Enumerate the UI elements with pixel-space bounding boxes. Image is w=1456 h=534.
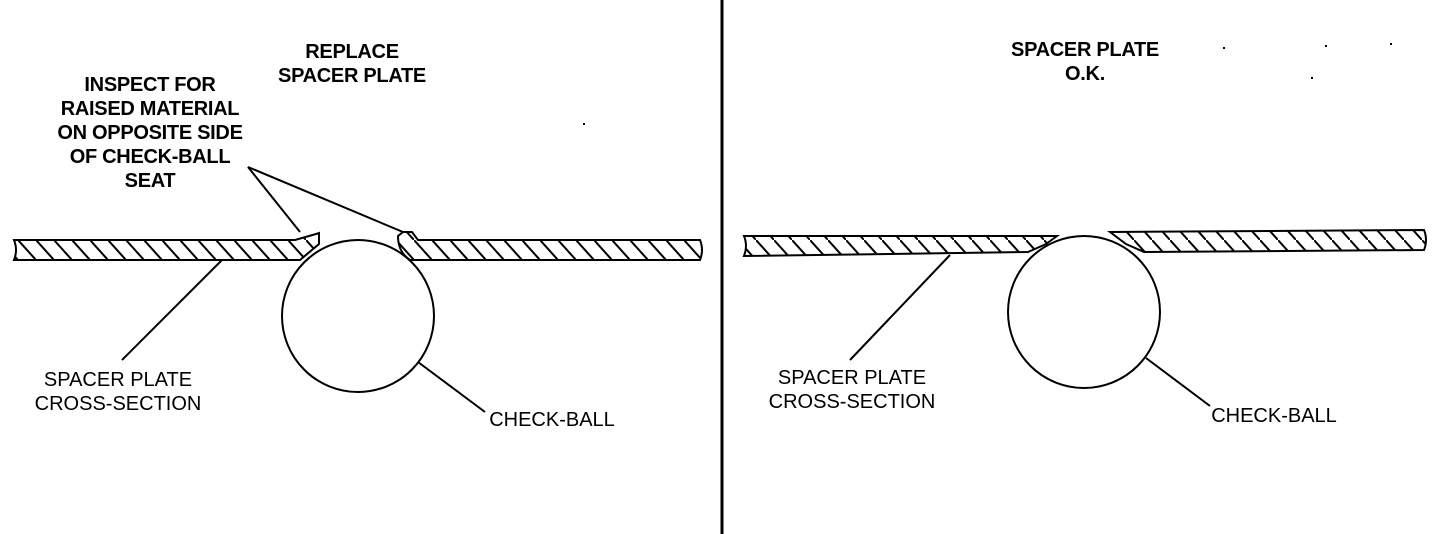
ok-line-2: O.K. [1065,63,1105,85]
spacer-plate-ok-label: SPACER PLATE O.K. [990,38,1180,86]
inspect-line-4: OF CHECK-BALL [69,146,231,168]
ok-line-1: SPACER PLATE [1011,39,1159,61]
right-spacer-plate [742,228,1427,258]
left-check-ball-label: CHECK-BALL [489,409,615,431]
inspect-line-3: ON OPPOSITE SIDE [57,122,243,144]
replace-spacer-plate-label: REPLACE SPACER PLATE [262,40,442,88]
right-leader-lines [849,254,1211,407]
left-check-ball [281,239,435,393]
left-plate-line-2: CROSS-SECTION [34,393,202,415]
inspect-line-5: SEAT [124,170,176,192]
inspect-line-2: RAISED MATERIAL [60,98,240,120]
inspect-line-1: INSPECT FOR [84,74,216,96]
right-check-ball [1007,235,1161,389]
right-spacer-plate-label: SPACER PLATE CROSS-SECTION [750,366,954,414]
right-check-ball-label: CHECK-BALL [1211,405,1337,427]
inspect-note: INSPECT FOR RAISED MATERIAL ON OPPOSITE … [30,73,270,193]
left-spacer-plate-label: SPACER PLATE CROSS-SECTION [16,368,220,416]
replace-line-1: REPLACE [305,41,399,63]
right-plate-line-2: CROSS-SECTION [768,391,936,413]
left-plate-line-1: SPACER PLATE [43,369,193,391]
left-leader-lines [121,166,486,413]
replace-line-2: SPACER PLATE [278,65,426,87]
right-plate-line-1: SPACER PLATE [777,367,927,389]
scan-specks [583,43,1392,125]
